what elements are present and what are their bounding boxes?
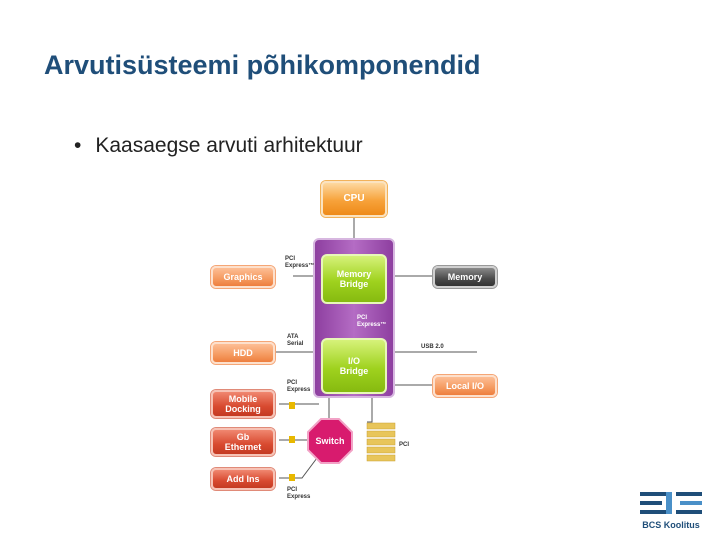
connector-block <box>289 402 295 409</box>
logo-icon <box>640 492 702 514</box>
logo-text: BCS Koolitus <box>642 520 700 530</box>
label-pci-express-bridges: PCI Express™ <box>357 315 387 328</box>
connector-block <box>289 436 295 443</box>
graphics-box: Graphics <box>211 266 275 288</box>
local-io-box: Local I/O <box>433 375 497 397</box>
connector-block <box>289 474 295 481</box>
hdd-box: HDD <box>211 342 275 364</box>
bullet-dot: • <box>74 134 82 157</box>
switch-octagon <box>307 418 353 464</box>
gb-ethernet-box: Gb Ethernet <box>211 428 275 456</box>
io-bridge-box: I/O Bridge <box>321 338 387 394</box>
pci-slot-stack <box>366 422 396 462</box>
label-pci-express-graphics: PCI Express™ <box>285 256 315 269</box>
architecture-diagram: CPU Memory Bridge I/O Bridge Graphics Me… <box>207 172 510 513</box>
add-ins-box: Add Ins <box>211 468 275 490</box>
label-usb: USB 2.0 <box>421 344 444 350</box>
slide-title: Arvutisüsteemi põhikomponendid <box>44 50 481 80</box>
company-logo: BCS Koolitus <box>632 488 710 534</box>
label-pci-express-addins: PCI Express <box>287 487 311 500</box>
label-pci-express-switch: PCI Express <box>287 380 311 393</box>
bullet-text: Kaasaegse arvuti arhitektuur <box>95 134 363 157</box>
memory-bridge-box: Memory Bridge <box>321 254 387 304</box>
label-pci: PCI <box>399 442 410 448</box>
bullet-item: • Kaasaegse arvuti arhitektuur <box>74 134 363 158</box>
label-ata-serial: ATA Serial <box>287 334 304 347</box>
line-addins <box>279 457 318 479</box>
cpu-box: CPU <box>321 181 387 217</box>
switch-label: Switch <box>315 436 345 446</box>
memory-box: Memory <box>433 266 497 288</box>
mobile-docking-box: Mobile Docking <box>211 390 275 418</box>
connector-lines <box>257 217 477 481</box>
line-pci <box>367 396 373 423</box>
